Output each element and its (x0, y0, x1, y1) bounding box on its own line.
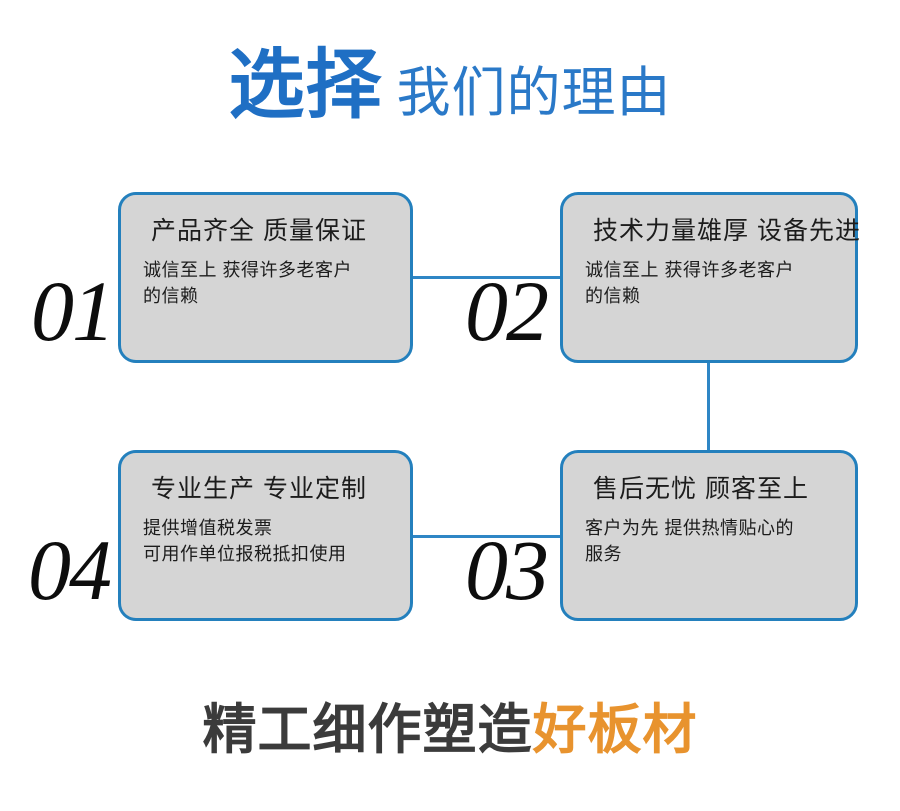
reason-card-01[interactable]: 产品齐全 质量保证 诚信至上 获得许多老客户 的信赖 (118, 192, 413, 363)
page-title-subtext: 我们的理由 (396, 63, 672, 123)
footer-slogan: 精工细作塑造好板材 (0, 703, 900, 757)
connector-card2-to-card3 (707, 360, 710, 453)
connector-card4-to-card3 (409, 535, 563, 538)
reason-card-04-content: 专业生产 专业定制 提供增值税发票 可用作单位报税抵扣使用 (121, 453, 410, 618)
reason-card-04-body: 提供增值税发票 可用作单位报税抵扣使用 (143, 515, 396, 567)
reason-card-02-body-line-2: 的信赖 (585, 286, 641, 307)
reason-card-03[interactable]: 售后无忧 顾客至上 客户为先 提供热情贴心的 服务 (560, 450, 858, 621)
reason-card-01-body-line-2: 的信赖 (143, 286, 199, 307)
reason-card-02[interactable]: 技术力量雄厚 设备先进 诚信至上 获得许多老客户 的信赖 (560, 192, 861, 363)
reason-card-04[interactable]: 专业生产 专业定制 提供增值税发票 可用作单位报税抵扣使用 (118, 450, 413, 621)
reason-card-04-title: 专业生产 专业定制 (151, 475, 367, 503)
reason-card-01-content: 产品齐全 质量保证 诚信至上 获得许多老客户 的信赖 (121, 195, 410, 360)
reason-card-02-title: 技术力量雄厚 设备先进 (593, 217, 861, 245)
card-index-04: 04 (28, 522, 112, 618)
reason-card-03-content: 售后无忧 顾客至上 客户为先 提供热情贴心的 服务 (563, 453, 855, 618)
reason-card-04-body-line-2: 可用作单位报税抵扣使用 (143, 544, 347, 565)
reason-card-03-title: 售后无忧 顾客至上 (593, 475, 809, 503)
reason-card-03-body-line-2: 服务 (585, 544, 622, 565)
footer-slogan-accent: 好板材 (532, 700, 698, 760)
reason-card-03-body-line-1: 客户为先 提供热情贴心的 (585, 518, 794, 538)
page-title-emphasis: 选择 (228, 43, 383, 128)
footer-slogan-primary: 精工细作塑造 (202, 700, 533, 760)
page-title: 选择我们的理由 (0, 48, 900, 124)
reason-card-01-body: 诚信至上 获得许多老客户 的信赖 (143, 257, 396, 309)
reason-card-02-body: 诚信至上 获得许多老客户 的信赖 (585, 257, 841, 309)
reason-card-02-content: 技术力量雄厚 设备先进 诚信至上 获得许多老客户 的信赖 (563, 195, 861, 360)
card-index-02: 02 (465, 263, 549, 359)
card-index-03: 03 (465, 522, 549, 618)
connector-card1-to-card2 (409, 276, 563, 279)
card-index-01: 01 (31, 263, 115, 359)
reason-card-01-body-line-1: 诚信至上 获得许多老客户 (143, 260, 352, 280)
reason-card-01-title: 产品齐全 质量保证 (151, 217, 367, 245)
reason-card-02-body-line-1: 诚信至上 获得许多老客户 (585, 260, 794, 280)
reason-card-04-body-line-1: 提供增值税发票 (143, 518, 273, 538)
reason-card-03-body: 客户为先 提供热情贴心的 服务 (585, 515, 841, 567)
